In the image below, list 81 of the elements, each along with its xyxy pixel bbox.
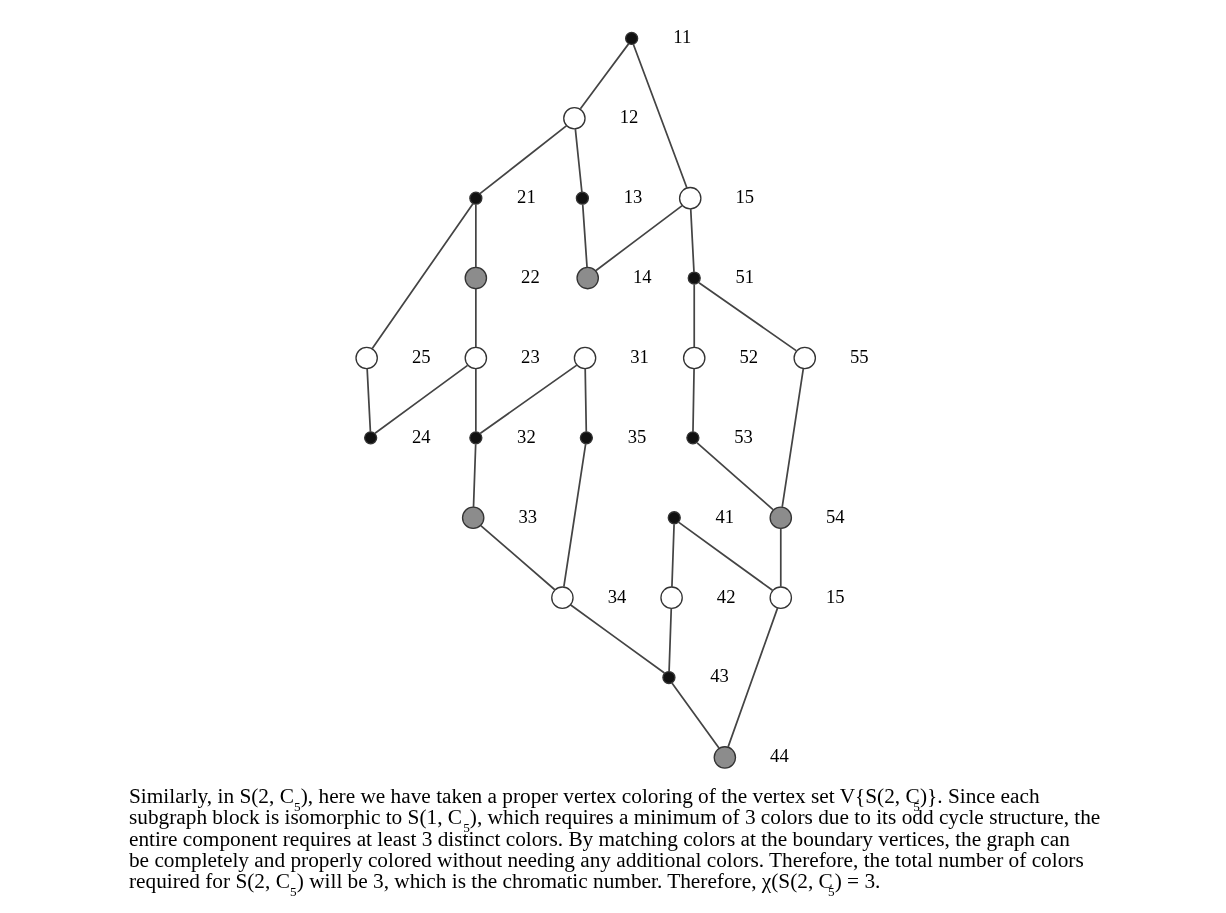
node-circle: [573, 346, 597, 370]
node-label: 32: [517, 425, 536, 447]
connector: [371, 202, 474, 350]
connector: [671, 523, 675, 588]
connector: [698, 281, 798, 352]
node-label: 12: [619, 106, 639, 128]
connector: [574, 128, 583, 193]
node-label: 15: [826, 585, 845, 607]
connector: [689, 208, 695, 273]
node-circle: [364, 431, 378, 445]
node-circle: [793, 346, 817, 370]
node-label: 34: [607, 585, 627, 607]
node-label: 21: [517, 186, 536, 208]
connector: [696, 442, 774, 511]
node-label: 55: [850, 345, 869, 367]
connector: [579, 43, 630, 110]
connector: [479, 364, 578, 435]
connector: [479, 524, 556, 591]
node-circle: [469, 191, 483, 205]
node-label: 31: [630, 345, 649, 367]
node-circle: [563, 106, 586, 130]
node-label: 33: [518, 505, 538, 527]
connector: [779, 527, 782, 588]
node-circle: [464, 266, 488, 290]
node-label: 23: [521, 345, 540, 367]
node-label: 14: [632, 266, 652, 287]
node-label: 52: [739, 345, 759, 367]
node-label: 35: [627, 425, 647, 447]
connector: [671, 682, 720, 749]
connector: [366, 367, 372, 433]
node-label: 25: [411, 345, 431, 367]
node-label: 42: [716, 585, 736, 607]
connector: [692, 367, 695, 433]
node-label: 11: [673, 26, 692, 48]
connector: [475, 203, 477, 269]
node-label: 51: [735, 266, 755, 287]
connector: [632, 43, 688, 189]
node-label: 53: [734, 425, 753, 447]
node-circle: [579, 431, 594, 445]
caption: Similarly, in S(2, C$_{5}$), here we have taken a proper vertex coloring of the vertex set V{S(2, C$_{5}$)}. Since each subgraph block is isomorphic to S(1, C$_{5}$), which requires a minimum of 3 colors due to its odd cycle structure, the entire component requires at least 3 distinct colors. By matching colors at the boundary vertices, the graph can be completely and properly colored without needing any additional colors. Therefore, the total number of colors required for S(2, C$_{5}$) will be 3, which is the chromatic number. Therefore, χ(S(2, C$_{5}$) = 3.: [128, 784, 1101, 899]
node-label: 15: [735, 186, 755, 208]
connector: [581, 203, 588, 269]
connector: [781, 367, 805, 508]
connector: [475, 367, 477, 433]
node-label: 22: [521, 266, 540, 287]
node-circle: [461, 506, 485, 530]
node-circle: [575, 191, 590, 205]
connector: [693, 283, 696, 349]
node-circle: [551, 586, 574, 609]
connector: [374, 364, 469, 435]
node-circle: [686, 431, 700, 445]
connector: [668, 607, 673, 673]
connector: [472, 443, 477, 508]
connector: [727, 607, 779, 748]
node-circle: [682, 346, 706, 370]
node-circle: [769, 586, 793, 609]
connector: [479, 124, 568, 195]
node-circle: [667, 511, 681, 525]
node-label: 13: [623, 186, 643, 208]
node-circle: [464, 346, 488, 370]
node-circle: [769, 506, 793, 530]
node-circle: [678, 186, 702, 210]
node-circle: [660, 586, 683, 609]
connector: [475, 288, 477, 348]
node-circle: [713, 746, 737, 769]
connector: [569, 603, 666, 674]
node-label: 54: [826, 505, 845, 527]
connector: [563, 443, 587, 588]
node-label: 41: [715, 505, 735, 527]
node-circle: [662, 670, 676, 685]
connector: [677, 521, 774, 592]
node-label: 43: [710, 665, 729, 687]
connector: [595, 204, 684, 272]
connector: [584, 367, 588, 433]
node-circle: [576, 266, 599, 290]
node-label: 44: [770, 745, 789, 767]
node-label: 24: [411, 425, 431, 447]
node-circle: [469, 431, 483, 445]
node-circle: [355, 346, 378, 370]
node-circle: [625, 31, 639, 46]
node-circle: [687, 271, 701, 285]
